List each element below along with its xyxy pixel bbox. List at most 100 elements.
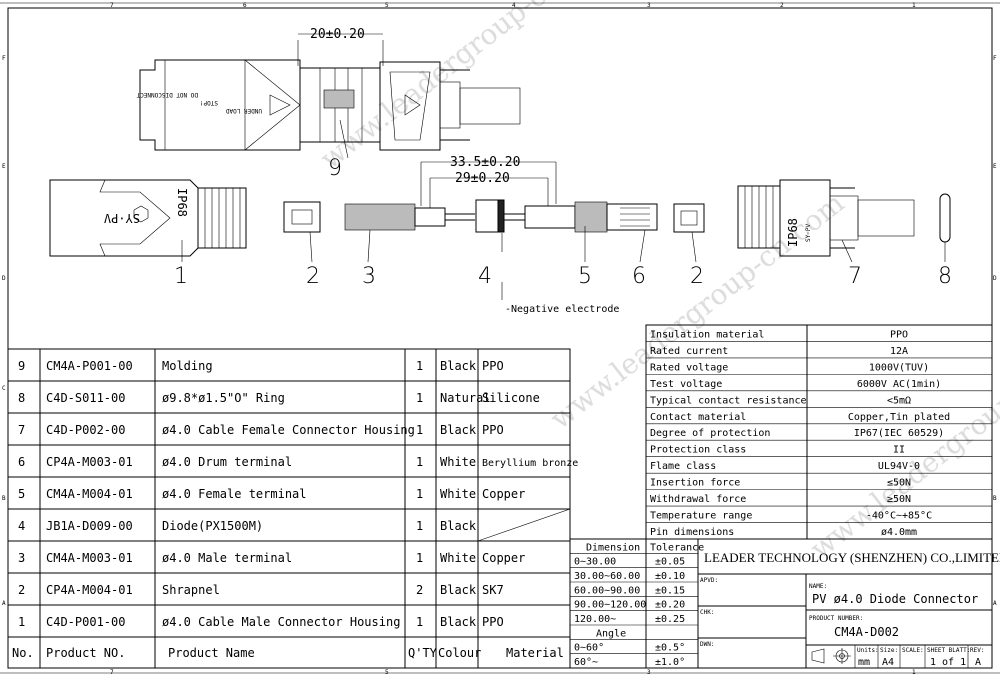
tolerance-header-dimension: Dimension <box>586 542 640 553</box>
bom-cell-no: 6 <box>18 455 25 469</box>
spec-value: UL94V-0 <box>878 461 920 472</box>
bom-cell-qty: 1 <box>416 423 423 437</box>
dim-label-29: 29±0.20 <box>455 171 510 186</box>
part6-drum-terminal <box>606 203 658 231</box>
spec-value: 1000V(TUV) <box>869 362 929 373</box>
tolerance-range: 0~30.00 <box>574 557 616 568</box>
bom-cell-product-no: C4D-P001-00 <box>46 615 125 629</box>
zone-letter: F <box>993 55 997 62</box>
bom-header-cell: Product NO. <box>46 646 125 660</box>
tolerance-value: ±0.20 <box>655 600 685 611</box>
part8-o-ring <box>939 193 951 243</box>
zone-number: 5 <box>385 669 389 676</box>
assembled-connector-view: UNDER LOAD STOP! DO NOT DISCONNECT 20±0.… <box>136 27 521 181</box>
spec-label: Degree of protection <box>650 428 770 439</box>
tolerance-value: ±0.05 <box>655 557 685 568</box>
tolerance-range: 30.00~60.00 <box>574 571 640 582</box>
housing-label-under-load: UNDER LOAD <box>225 107 262 114</box>
bom-cell-qty: 1 <box>416 455 423 469</box>
callout-2b: 2 <box>690 264 704 289</box>
bom-cell-no: 7 <box>18 423 25 437</box>
bom-cell-material: Silicone <box>482 391 540 405</box>
zone-number: 5 <box>385 2 389 9</box>
bom-cell-product-name: Diode(PX1500M) <box>162 519 263 533</box>
zone-number: 6 <box>243 2 247 9</box>
bom-cell-material: Copper <box>482 487 525 501</box>
size-label: Size: <box>880 647 898 654</box>
spec-label: Typical contact resistance <box>650 395 807 406</box>
angle-value: ±0.5° <box>655 643 685 654</box>
tolerance-header-tolerance: Tolerance <box>650 542 704 553</box>
angle-value: ±1.0° <box>655 657 685 668</box>
spec-label: Withdrawal force <box>650 494 746 505</box>
bom-cell-colour: White <box>440 455 476 469</box>
zone-letter: E <box>2 163 6 170</box>
zone-number: 1 <box>912 2 916 9</box>
product-number-label: PRODUCT NUMBER: <box>809 615 863 622</box>
projection-symbol-icon <box>811 648 851 664</box>
bom-cell-product-name: ø4.0 Female terminal <box>162 487 307 501</box>
bom-cell-qty: 1 <box>416 519 423 533</box>
angle-range: 60°~ <box>574 657 598 668</box>
tolerance-table: Dimension Tolerance 0~30.00 ±0.05 30.00~60.0… <box>569 538 704 669</box>
bom-cell-product-no: JB1A-D009-00 <box>46 519 133 533</box>
bom-cell-material: PPO <box>482 615 504 629</box>
housing-label-stop: STOP! <box>200 99 218 106</box>
bom-cell-product-no: CM4A-M004-01 <box>46 487 133 501</box>
bom-cell-colour: White <box>440 551 476 565</box>
part6-drum-slots <box>620 207 650 227</box>
part7-ip68-marking: IP68 <box>786 218 800 247</box>
bom-cell-product-no: CP4A-M003-01 <box>46 455 133 469</box>
part2-shrapnel-right <box>673 203 705 233</box>
bom-cell-product-no: C4D-P002-00 <box>46 423 125 437</box>
zone-letter: A <box>2 600 6 607</box>
callout-8: 8 <box>938 264 952 289</box>
bom-cell-product-name: ø4.0 Cable Female Connector Housing <box>162 423 415 437</box>
size-value: A4 <box>882 657 894 668</box>
zone-letter: E <box>993 163 997 170</box>
bom-cell-qty: 1 <box>416 615 423 629</box>
callout-3: 3 <box>362 264 376 289</box>
part7-thread-lines <box>744 186 774 248</box>
latch-arm <box>440 69 470 141</box>
part5-female-terminal-barrel <box>574 201 608 233</box>
zone-letter: F <box>2 55 6 62</box>
tolerance-rows: Dimension Tolerance 0~30.00 ±0.05 30.00~60.0… <box>570 542 704 668</box>
bom-cell-no: 9 <box>18 359 25 373</box>
dim-label-20: 20±0.20 <box>310 27 365 42</box>
spec-label: Rated current <box>650 346 728 357</box>
bom-header-cell: Material <box>506 646 564 660</box>
zone-letter: C <box>2 385 6 392</box>
exploded-view: SY·PV IP68 <box>49 155 952 315</box>
callout-4: 4 <box>478 264 492 289</box>
part1-thread <box>197 187 247 249</box>
scale-label: SCALE: <box>902 647 924 654</box>
rev-value: A <box>975 657 981 668</box>
bom-cell-material: Copper <box>482 551 525 565</box>
bom-header-cell: Colour <box>438 646 481 660</box>
bom-cell-qty: 1 <box>416 391 423 405</box>
part7-sypv-marking: SY·PV <box>805 224 812 242</box>
spec-label: Contact material <box>650 412 746 423</box>
units-value: mm <box>858 657 870 668</box>
bom-cell-colour: Black <box>440 423 477 437</box>
housing-label-do-not-disconnect: DO NOT DISCONNECT <box>136 91 198 98</box>
zone-number: 7 <box>110 2 114 9</box>
dwn-label: DWN: <box>700 641 714 648</box>
bom-cell-no: 5 <box>18 487 25 501</box>
part1-ip68-marking: IP68 <box>175 188 189 217</box>
part7-latch-arm <box>830 187 855 249</box>
bom-header-cell: No. <box>12 646 34 660</box>
bom-cell-colour: White <box>440 487 476 501</box>
bom-header-cell: Q'TY <box>408 646 438 660</box>
callout-9: 9 <box>328 156 342 181</box>
part3-male-terminal-barrel <box>344 203 416 231</box>
spec-value: II <box>893 445 905 456</box>
spec-value: IP67(IEC 60529) <box>854 428 944 439</box>
